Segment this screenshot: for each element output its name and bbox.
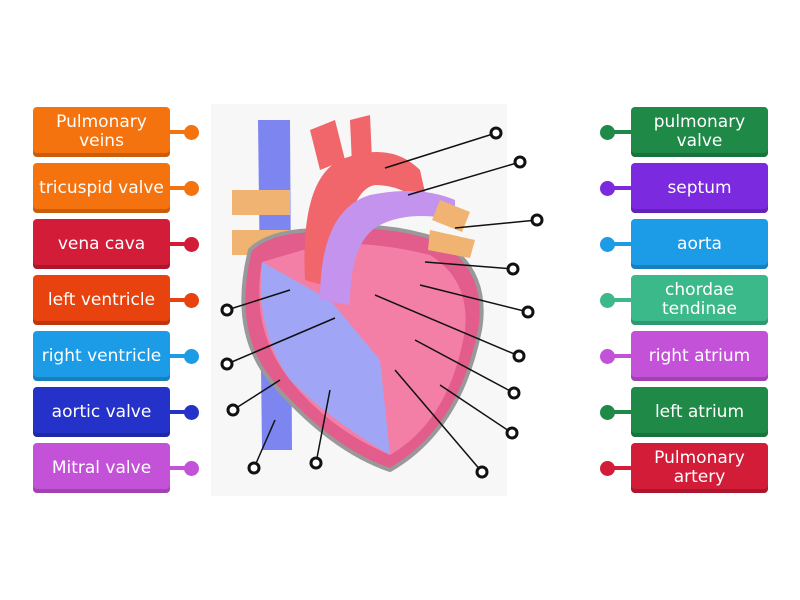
label-handle-dot[interactable] [184,349,199,364]
draggable-label[interactable]: Mitral valve [33,443,170,493]
drop-target-10[interactable] [309,456,323,470]
pulmonary-veins-right [428,200,475,258]
label-connector [170,298,188,302]
label-handle-dot[interactable] [184,293,199,308]
label-connector [170,186,188,190]
drop-target-9[interactable] [475,465,489,479]
draggable-label[interactable]: right atrium [631,331,768,381]
draggable-label[interactable]: septum [631,163,768,213]
label-connector [613,410,631,414]
label-connector [170,466,188,470]
label-handle-dot[interactable] [600,293,615,308]
drop-target-4[interactable] [506,262,520,276]
label-handle-dot[interactable] [184,181,199,196]
drop-target-13[interactable] [220,357,234,371]
label-handle-dot[interactable] [600,125,615,140]
label-connector [170,130,188,134]
label-handle-dot[interactable] [184,405,199,420]
drop-target-7[interactable] [507,386,521,400]
label-handle-dot[interactable] [600,461,615,476]
draggable-label[interactable]: Pulmonary veins [33,107,170,157]
label-handle-dot[interactable] [600,237,615,252]
label-handle-dot[interactable] [600,405,615,420]
drop-target-14[interactable] [220,303,234,317]
right-chambers [260,262,390,455]
label-handle-dot[interactable] [184,237,199,252]
draggable-label[interactable]: tricuspid valve [33,163,170,213]
label-connector [613,466,631,470]
label-handle-dot[interactable] [600,181,615,196]
label-handle-dot[interactable] [600,349,615,364]
draggable-label[interactable]: right ventricle [33,331,170,381]
drop-target-6[interactable] [512,349,526,363]
draggable-label[interactable]: left ventricle [33,275,170,325]
label-connector [613,130,631,134]
draggable-label[interactable]: left atrium [631,387,768,437]
label-connector [170,410,188,414]
draggable-label[interactable]: aortic valve [33,387,170,437]
draggable-label[interactable]: pulmonary valve [631,107,768,157]
drop-target-11[interactable] [247,461,261,475]
drop-target-1[interactable] [489,126,503,140]
draggable-label[interactable]: Pulmonary artery [631,443,768,493]
label-connector [613,242,631,246]
label-connector [613,354,631,358]
label-connector [613,298,631,302]
label-handle-dot[interactable] [184,461,199,476]
label-connector [170,242,188,246]
drop-target-2[interactable] [513,155,527,169]
label-connector [170,354,188,358]
drop-target-12[interactable] [226,403,240,417]
label-handle-dot[interactable] [184,125,199,140]
draggable-label[interactable]: aorta [631,219,768,269]
pointer-lines [226,132,538,473]
label-connector [613,186,631,190]
drop-target-3[interactable] [530,213,544,227]
draggable-label[interactable]: chordae tendinae [631,275,768,325]
drop-targets [220,126,544,479]
draggable-label[interactable]: vena cava [33,219,170,269]
drop-target-5[interactable] [521,305,535,319]
drop-target-8[interactable] [505,426,519,440]
pulmonary-artery-shape [320,191,455,305]
